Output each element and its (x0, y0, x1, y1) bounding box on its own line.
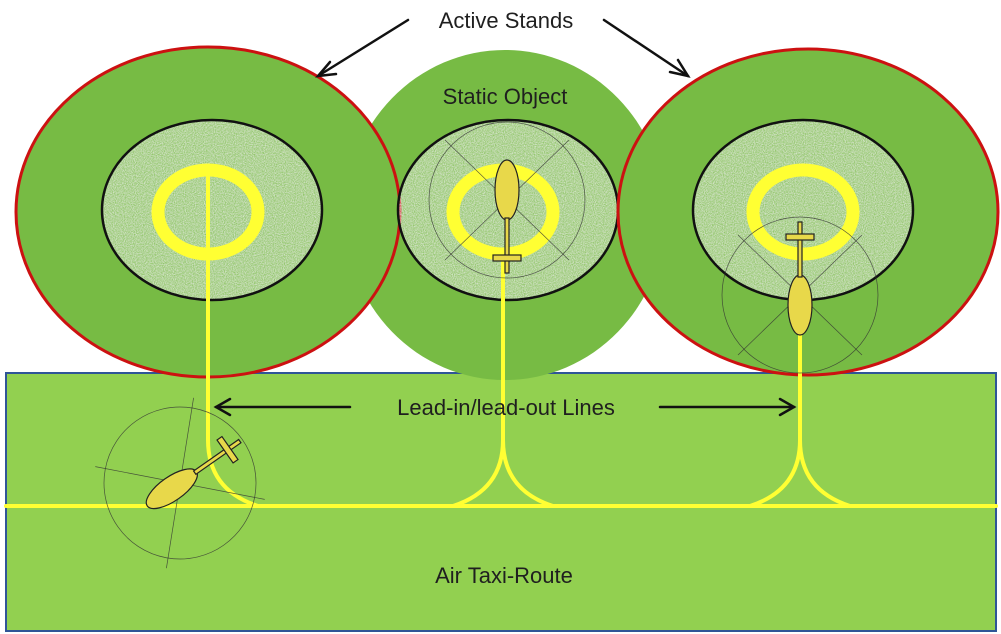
helicopter-icon (95, 397, 265, 569)
tdpm-ring-right (746, 163, 860, 261)
helicopter-icon (721, 216, 879, 374)
active-stand-right (616, 47, 1000, 377)
lead-line-left (206, 168, 260, 508)
lead-line-right (748, 298, 852, 508)
lead-line-middle (451, 260, 555, 508)
label-static-object: Static Object (443, 84, 568, 109)
helicopter-icon (428, 121, 586, 279)
arrow-active-stand-left (316, 18, 410, 78)
yellow-markings (4, 163, 998, 508)
arrow-active-stand-right (602, 18, 690, 78)
label-lead-lines: Lead-in/lead-out Lines (397, 395, 615, 420)
label-taxi-route: Air Taxi-Route (435, 563, 573, 588)
label-active-stands: Active Stands (439, 8, 574, 33)
arrows (213, 18, 797, 417)
